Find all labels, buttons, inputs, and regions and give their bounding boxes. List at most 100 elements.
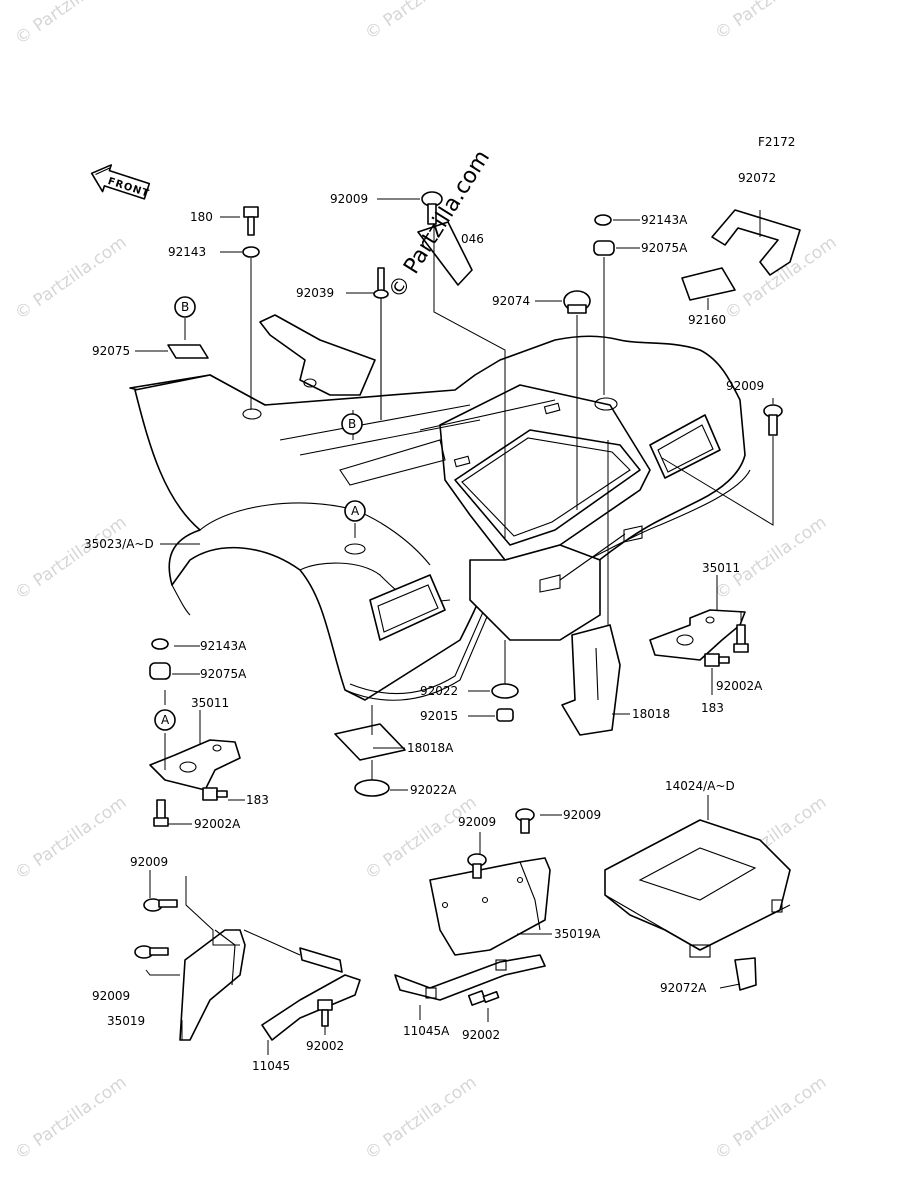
callout-label: 92075 (92, 344, 130, 358)
nut-92015 (496, 708, 514, 722)
callout-label: 92143A (200, 639, 247, 653)
ref-mark-a-center: A (344, 500, 366, 522)
bolt-183-right (704, 653, 730, 667)
callout-label: 92002A (716, 679, 763, 693)
callout-label: 92022 (420, 684, 458, 698)
callout-label: 92002 (306, 1039, 344, 1053)
callout-label: 92072 (738, 171, 776, 185)
watermark: © Partzilla.com (11, 0, 130, 49)
bracket-35011-left (149, 739, 241, 791)
grommet-92022 (491, 683, 519, 699)
bar-11045a (394, 954, 546, 1001)
callout-label: 92002A (194, 817, 241, 831)
callout-label: 35019 (107, 1014, 145, 1028)
grommet-92022a (354, 779, 390, 797)
fender-14024 (604, 819, 791, 958)
washer-92143a-left (151, 638, 169, 650)
guard-35019a (429, 857, 551, 956)
center-watermark: © Partzilla.com (384, 146, 495, 303)
bracket-upper (259, 314, 376, 396)
clip-92072a (734, 957, 757, 991)
washer-92143a-top (594, 214, 612, 226)
callout-label: 180 (190, 210, 213, 224)
leader-lines (135, 198, 774, 1055)
callout-label: 92022A (410, 783, 457, 797)
guard-35019 (179, 929, 246, 1041)
ref-mark-b-left: B (174, 296, 196, 318)
callout-label: 046 (461, 232, 484, 246)
rear-fender (129, 335, 751, 701)
watermark: © Partzilla.com (11, 232, 130, 324)
callout-label: 92009 (726, 379, 764, 393)
callout-label: 92009 (92, 989, 130, 1003)
callout-label: 35023/A~D (84, 537, 154, 551)
callout-label: 92009 (130, 855, 168, 869)
screw-92009-c2 (515, 808, 535, 834)
watermark: © Partzilla.com (711, 1072, 830, 1164)
screw-92009-bl1 (143, 898, 178, 912)
callout-label: 18018 (632, 707, 670, 721)
callout-label: 92075A (200, 667, 247, 681)
callout-label: 11045A (403, 1024, 450, 1038)
grommet-92075a-top (593, 240, 615, 256)
figure-code: F2172 (758, 135, 795, 149)
callout-label: 14024/A~D (665, 779, 735, 793)
callout-label: 35019A (554, 927, 601, 941)
watermark: © Partzilla.com (11, 792, 130, 884)
watermark: © Partzilla.com (11, 1072, 130, 1164)
callout-label: 183 (701, 701, 724, 715)
pad-92075 (167, 344, 209, 359)
callout-label: 35011 (191, 696, 229, 710)
ref-mark-b-center: B (341, 413, 363, 435)
bolt-92002-a (317, 999, 333, 1027)
callout-label: 92072A (660, 981, 707, 995)
watermark: © Partzilla.com (711, 512, 830, 604)
callout-label: 92015 (420, 709, 458, 723)
callout-label: 183 (246, 793, 269, 807)
bolt-180 (243, 206, 259, 236)
cap-92074 (563, 290, 591, 314)
callout-label: 92009 (330, 192, 368, 206)
bracket-35011-right (649, 609, 746, 661)
screw-92009-c1 (467, 853, 487, 879)
callout-label: 92002 (462, 1028, 500, 1042)
callout-label: 11045 (252, 1059, 290, 1073)
bolt-183-left (202, 787, 228, 801)
watermark: © Partzilla.com (11, 512, 130, 604)
callout-label: 92009 (458, 815, 496, 829)
washer-92143 (242, 246, 260, 258)
strap-92072 (711, 209, 801, 276)
watermark: © Partzilla.com (361, 1072, 480, 1164)
callout-label: 92039 (296, 286, 334, 300)
pad-92160 (681, 267, 736, 301)
bolt-92002-b (467, 990, 500, 1006)
front-arrow-icon: FRONT (90, 164, 151, 200)
callout-label: 92143A (641, 213, 688, 227)
bolt-92002a-right (733, 624, 749, 653)
clip-046 (417, 221, 473, 286)
screw-92009-bl2 (134, 945, 169, 959)
ref-letter: A (161, 713, 170, 727)
pin-92039 (373, 267, 389, 420)
screw-92009-top (421, 191, 443, 225)
ref-letter: A (351, 504, 360, 518)
callout-labels: 180 92143 92075 92009 046 92039 92143A 9… (84, 171, 776, 1073)
bracket-18018 (561, 624, 621, 736)
watermark: © Partzilla.com (361, 792, 480, 884)
watermark: © Partzilla.com (361, 0, 480, 44)
ref-letter: B (348, 417, 356, 431)
ref-mark-a-left: A (154, 709, 176, 731)
ref-letter: B (181, 300, 189, 314)
bolt-92002a-left (153, 799, 169, 827)
callout-label: 92074 (492, 294, 530, 308)
screw-92009-right (763, 404, 783, 436)
grommet-92075a-left (149, 662, 171, 680)
callout-label: 92075A (641, 241, 688, 255)
pad-18018a (334, 723, 406, 761)
watermark: © Partzilla.com (711, 0, 830, 44)
callout-label: 92143 (168, 245, 206, 259)
callout-label: 92009 (563, 808, 601, 822)
callout-label: 92160 (688, 313, 726, 327)
